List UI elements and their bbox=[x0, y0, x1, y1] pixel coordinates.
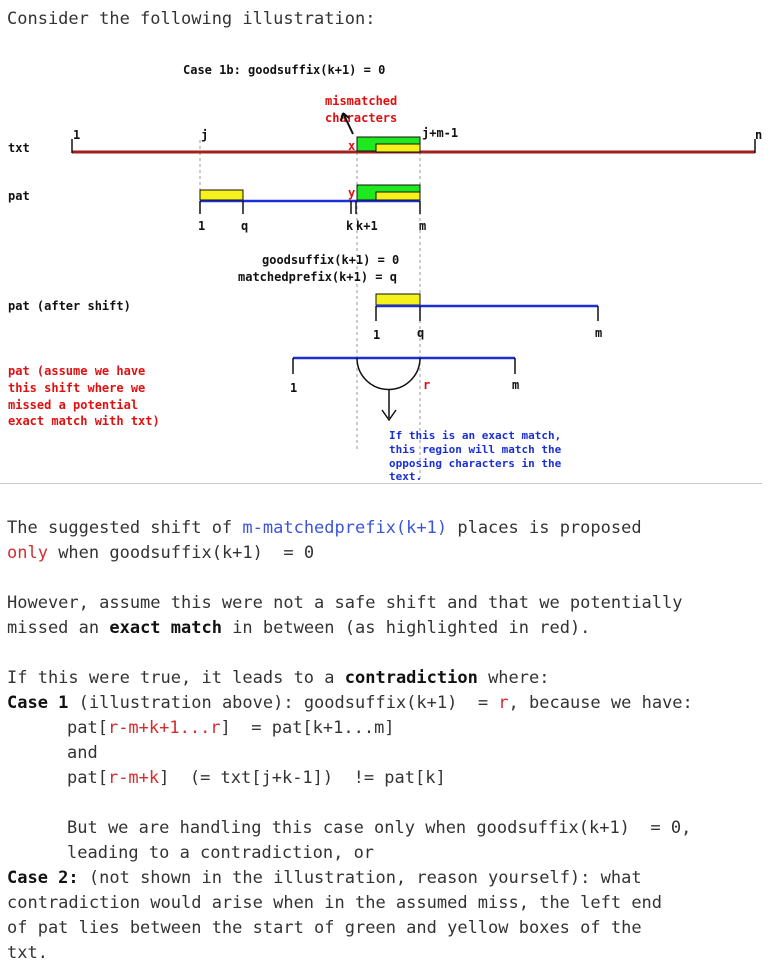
text-run: , because we have: bbox=[508, 693, 693, 713]
but-line-1: But we are handling this case only when … bbox=[67, 818, 692, 838]
text-run: when goodsuffix(k+1) = 0 bbox=[47, 543, 315, 563]
txt-mark-j: j bbox=[201, 128, 208, 142]
text-run: pat[ bbox=[67, 718, 108, 738]
note-line-4: text. bbox=[389, 470, 422, 483]
assumed-mark-r: r bbox=[423, 378, 430, 392]
text-run: where: bbox=[477, 668, 550, 688]
pat-yellow-box bbox=[375, 191, 421, 201]
assumed-mark-1: 1 bbox=[290, 381, 297, 395]
and-line: and bbox=[67, 743, 98, 763]
case-2-label: Case 2: bbox=[7, 868, 79, 888]
case-1-label: Case 1 bbox=[7, 693, 69, 713]
explanation-text: The suggested shift of m-matchedprefix(k… bbox=[7, 516, 767, 966]
assumed-ticks bbox=[292, 358, 516, 374]
text-run: missed an bbox=[7, 618, 110, 638]
paragraph-3-line-1: If this were true, it leads to a contrad… bbox=[7, 666, 767, 691]
txt-mark-n: n bbox=[755, 128, 762, 142]
text-run: ] (= txt[j+k-1]) != pat[k] bbox=[159, 768, 446, 788]
pat-mark-k: k bbox=[346, 219, 354, 233]
row-label-pat-after-shift: pat (after shift) bbox=[8, 299, 131, 313]
case-1-line: Case 1 (illustration above): goodsuffix(… bbox=[7, 691, 767, 716]
text-run: in between (as highlighted in red). bbox=[221, 618, 591, 638]
bold-contradiction: contradiction bbox=[344, 668, 478, 688]
text-run: If this were true, it leads to a bbox=[7, 668, 345, 688]
case-2-line-3: of pat lies between the start of green a… bbox=[7, 918, 642, 938]
equation-1: pat[r-m+k+1...r] = pat[k+1...m] bbox=[7, 716, 767, 741]
assume-label-line-4: exact match with txt) bbox=[8, 414, 160, 428]
case-2-line-1: Case 2: (not shown in the illustration, … bbox=[7, 866, 767, 891]
text-run: ] = pat[k+1...m] bbox=[220, 718, 395, 738]
assume-label-line-2: this shift where we bbox=[8, 381, 145, 395]
red-index: r-m+k bbox=[107, 768, 160, 788]
code-shift-expression: m-matchedprefix(k+1) bbox=[242, 518, 448, 538]
paragraph-1-line-2: only when goodsuffix(k+1) = 0 bbox=[7, 541, 767, 566]
text-run: pat[ bbox=[67, 768, 108, 788]
note-line-1: If this is an exact match, bbox=[389, 429, 561, 442]
note-line-3: opposing characters in the bbox=[389, 457, 562, 470]
figure-title: Case 1b: goodsuffix(k+1) = 0 bbox=[183, 63, 385, 77]
paragraph-2-line-1: However, assume this were not a safe shi… bbox=[7, 593, 683, 613]
text-run: places is proposed bbox=[447, 518, 642, 538]
pat-mark-y: y bbox=[348, 186, 355, 200]
mismatch-label-1: mismatched bbox=[325, 94, 397, 108]
assumed-mark-m: m bbox=[512, 378, 519, 392]
emphasis-only: only bbox=[7, 543, 48, 563]
pat-mark-q: q bbox=[241, 219, 248, 233]
shift-illustration: Case 1b: goodsuffix(k+1) = 0 mismatched … bbox=[8, 63, 762, 483]
but-line-2: leading to a contradiction, or bbox=[67, 843, 375, 863]
shifted-ticks bbox=[375, 306, 599, 321]
pat-ticks bbox=[199, 201, 421, 214]
pat-mark-m: m bbox=[419, 219, 426, 233]
shifted-yellow-box bbox=[375, 293, 421, 306]
paragraph-1-line-1: The suggested shift of m-matchedprefix(k… bbox=[7, 516, 767, 541]
mismatch-label-2: characters bbox=[325, 111, 397, 125]
bold-exact-match: exact match bbox=[109, 618, 222, 638]
row-label-pat: pat bbox=[8, 189, 30, 203]
shifted-mark-q: q bbox=[417, 326, 424, 340]
formula-matchedprefix: matchedprefix(k+1) = q bbox=[238, 270, 397, 284]
text-run: The suggested shift of bbox=[7, 518, 243, 538]
pat-prefix-yellow-box bbox=[199, 189, 244, 201]
assume-label-line-1: pat (assume we have bbox=[8, 364, 145, 378]
divider bbox=[0, 483, 762, 484]
red-range: r-m+k+1...r bbox=[107, 718, 221, 738]
pat-mark-1: 1 bbox=[198, 219, 205, 233]
assume-label-line-3: missed a potential bbox=[8, 398, 138, 412]
pat-mark-k1: k+1 bbox=[356, 219, 378, 233]
shifted-mark-1: 1 bbox=[373, 328, 380, 342]
text-run: (not shown in the illustration, reason y… bbox=[78, 868, 642, 888]
shifted-mark-m: m bbox=[595, 326, 602, 340]
equation-2: pat[r-m+k] (= txt[j+k-1]) != pat[k] bbox=[7, 766, 767, 791]
txt-mark-x: x bbox=[348, 139, 355, 153]
txt-mark-1: 1 bbox=[73, 128, 80, 142]
text-run: (illustration above): goodsuffix(k+1) = bbox=[68, 693, 499, 713]
red-r: r bbox=[498, 693, 509, 713]
case-2-line-2: contradiction would arise when in the as… bbox=[7, 893, 663, 913]
paragraph-2-line-2: missed an exact match in between (as hig… bbox=[7, 616, 767, 641]
mismatch-arrow-icon bbox=[340, 112, 354, 135]
txt-mark-jm1: j+m-1 bbox=[422, 126, 458, 140]
row-label-txt: txt bbox=[8, 141, 30, 155]
region-brace bbox=[356, 357, 421, 391]
down-arrow-icon bbox=[381, 390, 397, 422]
txt-yellow-box bbox=[375, 143, 421, 153]
intro-text: Consider the following illustration: bbox=[7, 9, 376, 29]
case-2-line-4: txt. bbox=[7, 943, 48, 963]
note-line-2: this region will match the bbox=[389, 443, 562, 456]
formula-goodsuffix: goodsuffix(k+1) = 0 bbox=[262, 253, 399, 267]
